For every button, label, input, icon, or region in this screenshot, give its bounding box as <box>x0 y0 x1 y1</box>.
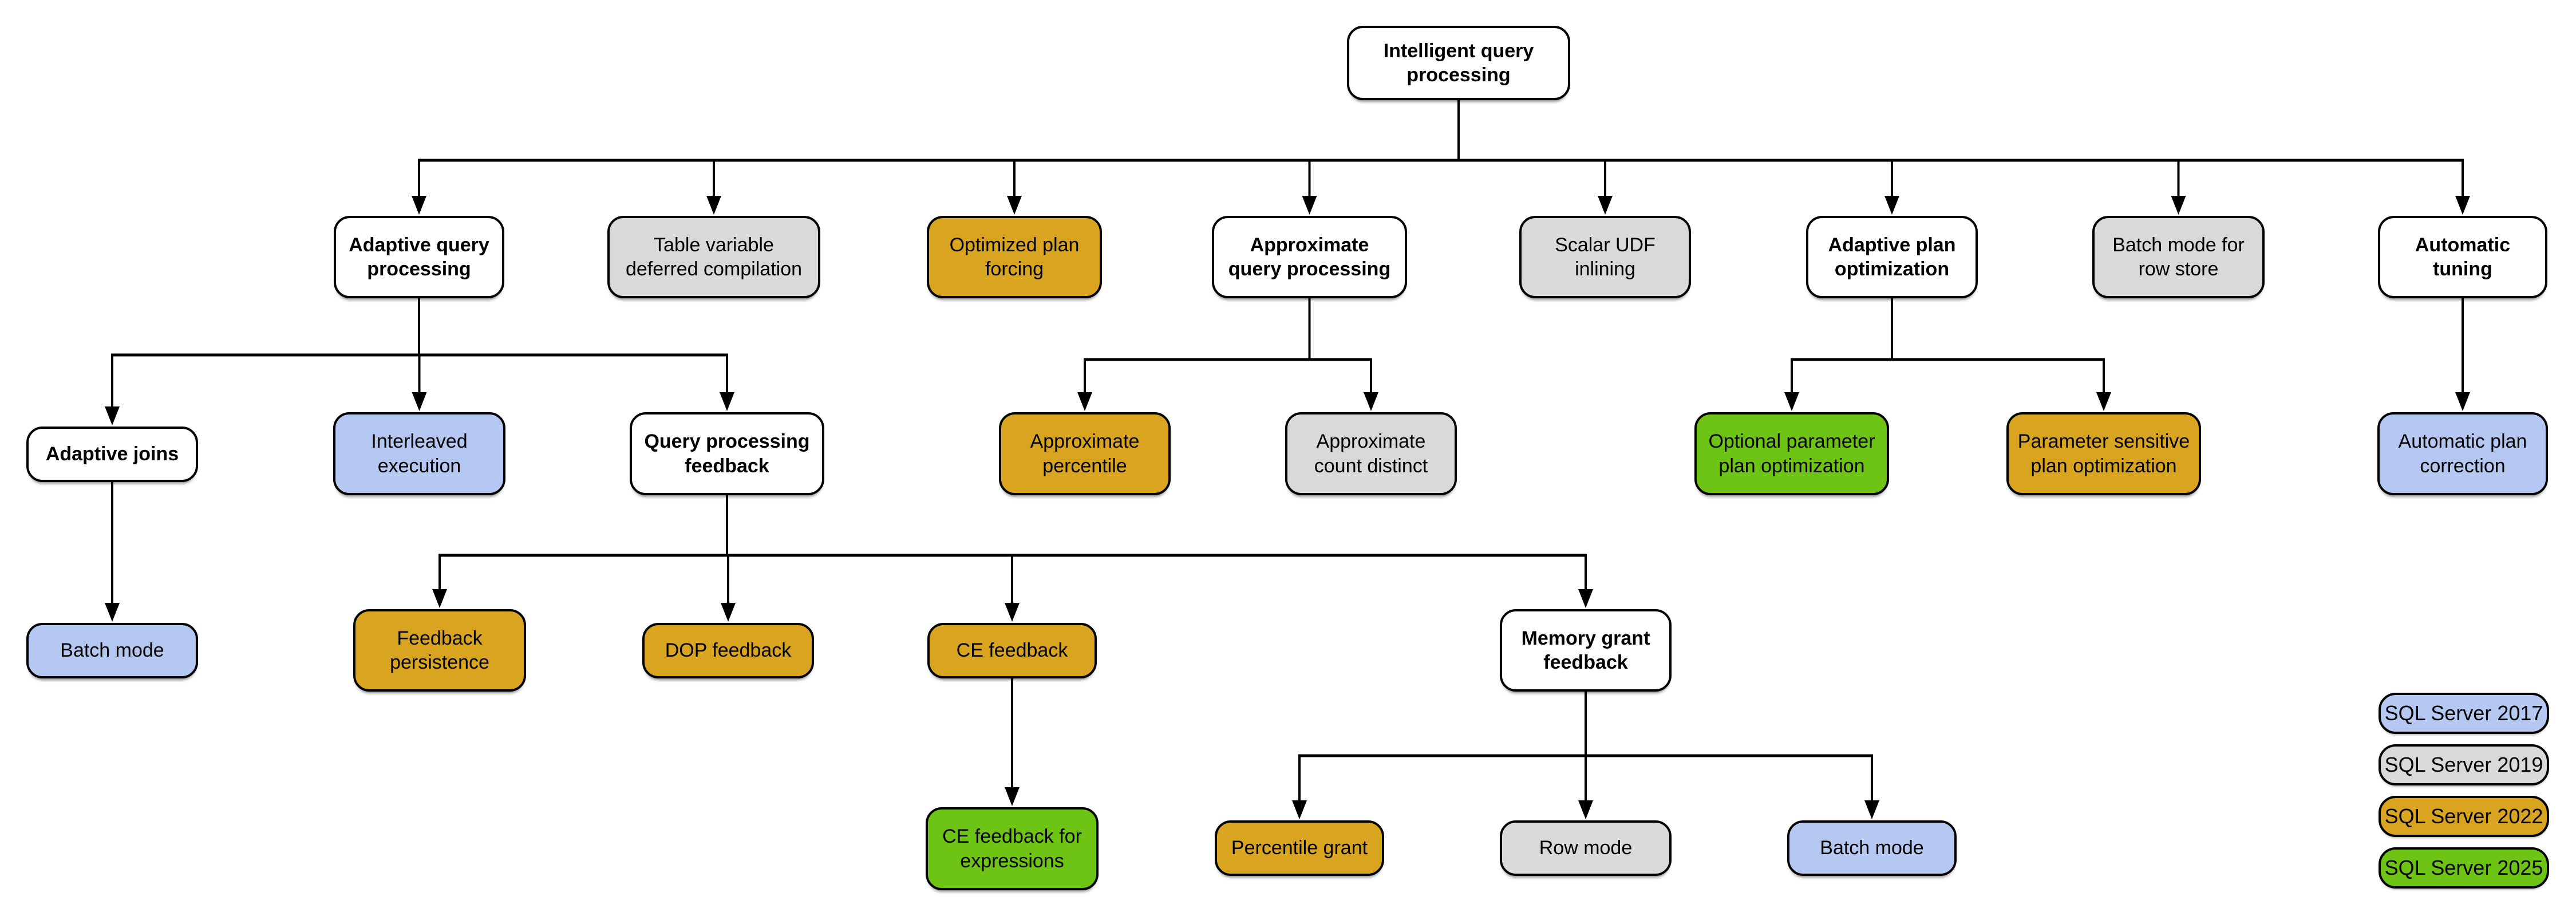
node-aj: Adaptive joins <box>26 427 198 482</box>
node-tvdc: Table variable deferred compilation <box>607 216 820 298</box>
legend-item-sql-server-2025: SQL Server 2025 <box>2379 847 2549 889</box>
node-fp: Feedback persistence <box>353 609 526 692</box>
node-opf: Optimized plan forcing <box>927 216 1102 298</box>
node-bm2: Batch mode <box>1787 820 1957 876</box>
node-apc: Automatic plan correction <box>2377 412 2548 495</box>
node-oppo: Optional parameter plan optimization <box>1694 412 1889 495</box>
node-bmrs: Batch mode for row store <box>2092 216 2265 298</box>
node-bm1: Batch mode <box>26 623 198 678</box>
node-sudf: Scalar UDF inlining <box>1519 216 1691 298</box>
node-dop: DOP feedback <box>642 623 814 678</box>
node-ie: Interleaved execution <box>333 412 505 495</box>
node-aqp: Adaptive query processing <box>334 216 504 298</box>
node-qpf: Query processing feedback <box>630 412 824 495</box>
node-mgf: Memory grant feedback <box>1500 609 1672 692</box>
legend-item-sql-server-2022: SQL Server 2022 <box>2379 796 2549 837</box>
node-pg: Percentile grant <box>1215 820 1384 876</box>
node-ce: CE feedback <box>927 623 1097 678</box>
node-apct: Approximate percentile <box>999 412 1171 495</box>
node-pspo: Parameter sensitive plan optimization <box>2006 412 2201 495</box>
node-acd: Approximate count distinct <box>1285 412 1457 495</box>
legend-item-sql-server-2019: SQL Server 2019 <box>2379 744 2549 785</box>
node-cefe: CE feedback for expressions <box>926 807 1099 890</box>
node-aqproc: Approximate query processing <box>1212 216 1407 298</box>
node-apo: Adaptive plan optimization <box>1806 216 1978 298</box>
node-root: Intelligent query processing <box>1347 26 1570 100</box>
legend-item-sql-server-2017: SQL Server 2017 <box>2379 693 2549 734</box>
node-at: Automatic tuning <box>2378 216 2547 298</box>
node-rm: Row mode <box>1500 820 1672 876</box>
